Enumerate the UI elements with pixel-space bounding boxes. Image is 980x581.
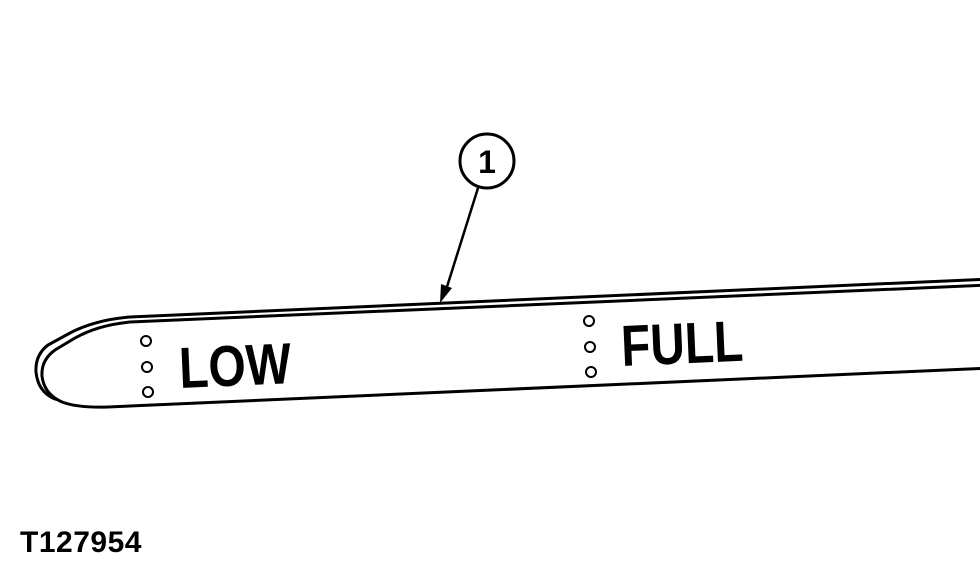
callout-arrowhead — [440, 284, 452, 303]
full-label: FULL — [620, 309, 745, 379]
dipstick-blade-body — [40, 283, 980, 409]
full-mark-dots — [583, 315, 597, 378]
figure-id-label: T127954 — [20, 526, 142, 559]
callout-number: 1 — [478, 144, 496, 180]
low-mark-dots — [140, 335, 154, 398]
callout-circle — [458, 132, 516, 190]
callout-leader-line — [444, 187, 480, 291]
low-label: LOW — [178, 331, 293, 401]
